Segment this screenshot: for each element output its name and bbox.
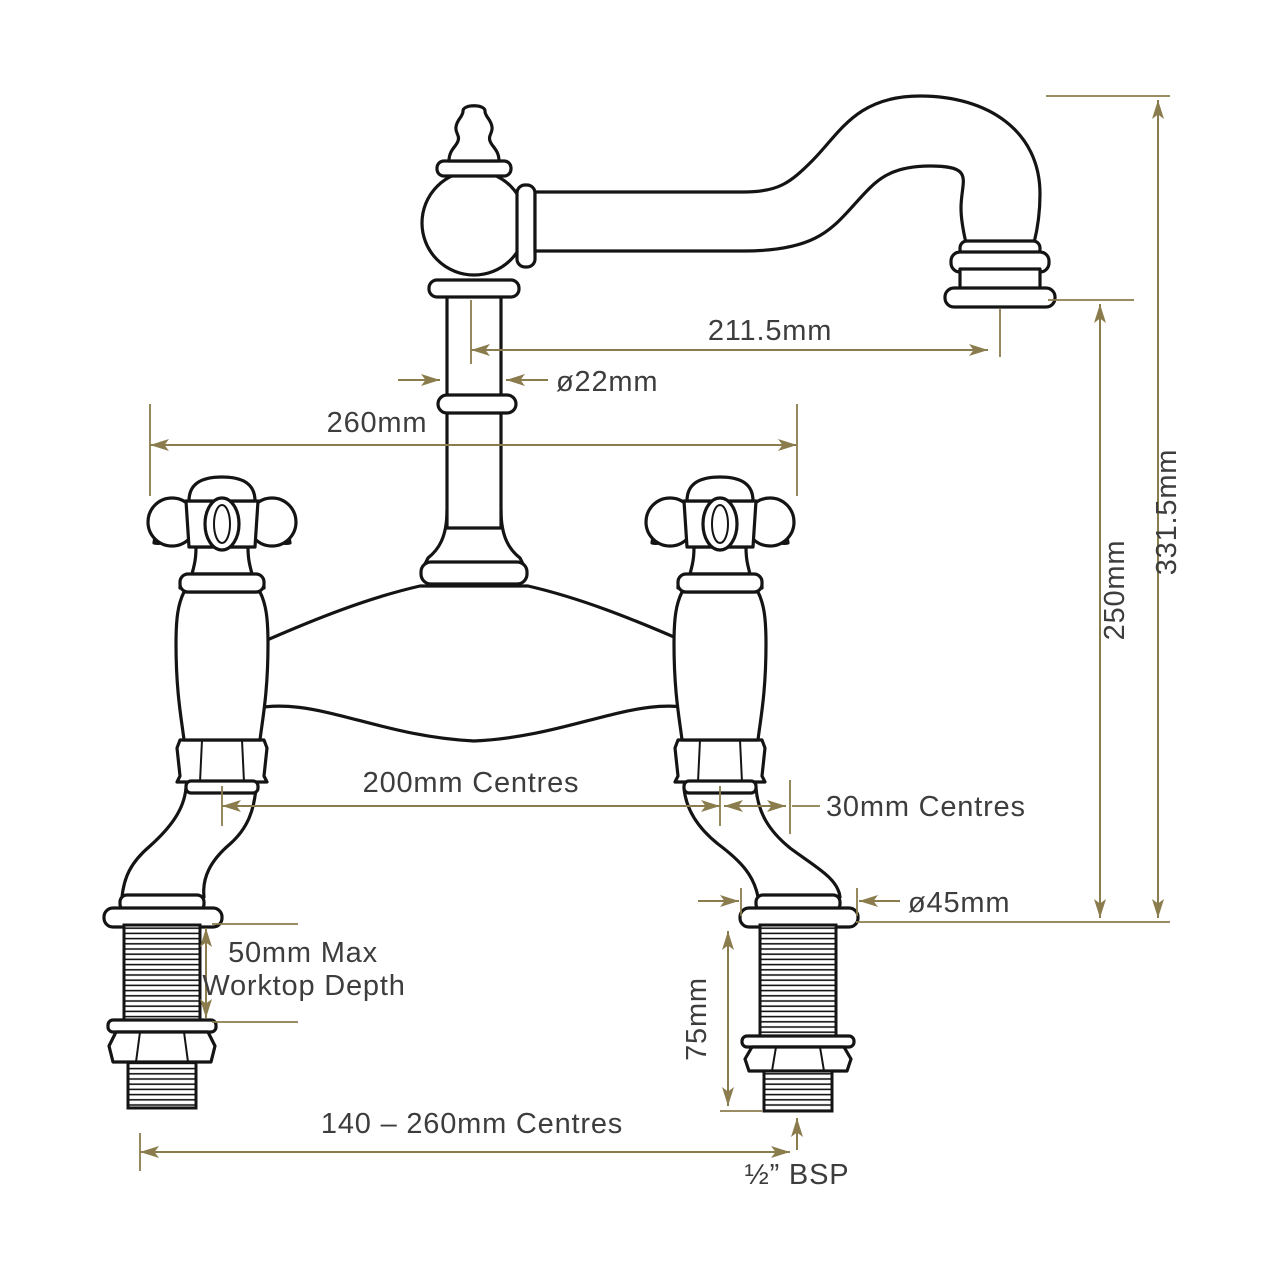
dim-worktop-depth-label-2: Worktop Depth xyxy=(202,970,405,1002)
dim-spout-height-label: 250mm xyxy=(1099,540,1131,641)
spout xyxy=(533,94,1042,253)
right-valve-body xyxy=(672,590,768,742)
column-ring xyxy=(436,393,518,415)
right-leg xyxy=(682,786,842,899)
dim-overall-height-label: 331.5mm xyxy=(1151,449,1183,576)
dim-shank-length-label: 75mm xyxy=(681,977,713,1061)
faucet-drawing xyxy=(102,94,1057,1113)
right-compression-nut xyxy=(673,738,767,795)
dim-offset-centres-label: 30mm Centres xyxy=(826,791,1026,823)
left-handle xyxy=(146,475,298,594)
dim-spout-reach-label: 211.5mm xyxy=(708,315,832,347)
left-leg xyxy=(120,786,258,899)
spout-collar xyxy=(515,183,537,269)
left-compression-nut xyxy=(175,738,269,795)
dim-column-diameter-label: ø22mm xyxy=(556,366,658,398)
right-handle xyxy=(644,475,796,594)
finial xyxy=(447,104,501,163)
dimension-annotations: 211.5mm ø22mm 260mm 331.5mm 250mm 200mm … xyxy=(139,95,1183,1191)
dim-worktop-depth-label-1: 50mm Max xyxy=(228,937,378,969)
ball-lower-collar xyxy=(427,278,521,299)
spout-outlet xyxy=(943,239,1057,309)
right-tail-assembly xyxy=(738,893,860,1113)
left-valve-body xyxy=(174,590,270,742)
ball-joint xyxy=(420,169,528,277)
bridge-tube xyxy=(238,584,710,743)
column-skirt-flange xyxy=(419,560,529,586)
dim-tap-centres-label: 200mm Centres xyxy=(363,767,580,799)
left-tail-assembly xyxy=(102,893,224,1110)
dim-inlet-centres-label: 140 – 260mm Centres xyxy=(321,1108,623,1140)
dim-base-diameter-label: ø45mm xyxy=(908,887,1010,919)
ball-upper-collar xyxy=(435,159,513,178)
dim-thread-size-label: ½” BSP xyxy=(745,1159,850,1191)
dim-body-width-label: 260mm xyxy=(327,407,428,439)
